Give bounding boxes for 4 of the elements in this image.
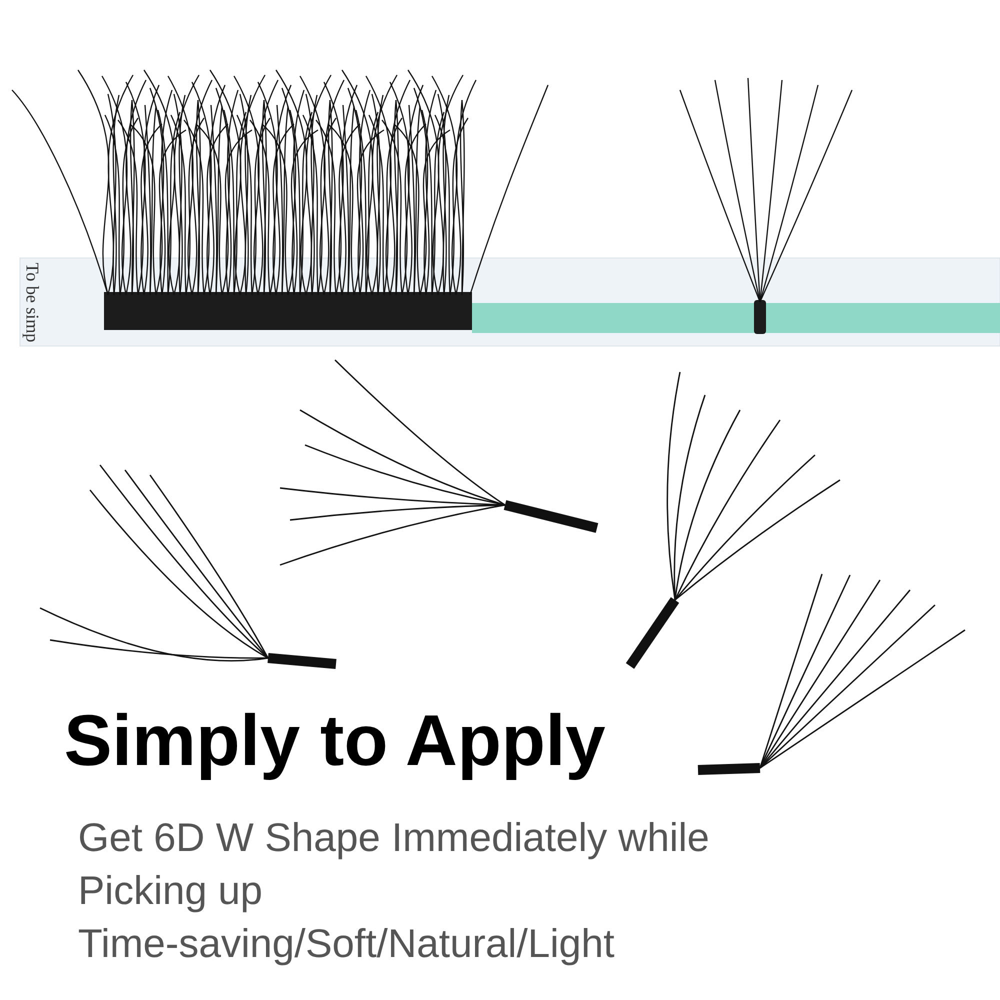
title: Simply to Apply bbox=[64, 700, 606, 782]
strip-text: To be simp bbox=[21, 262, 42, 342]
description-text: Get 6D W Shape Immediately while Picking up bbox=[78, 815, 710, 915]
feature-list-text: Time-saving/Soft/Natural/Light bbox=[78, 921, 615, 968]
